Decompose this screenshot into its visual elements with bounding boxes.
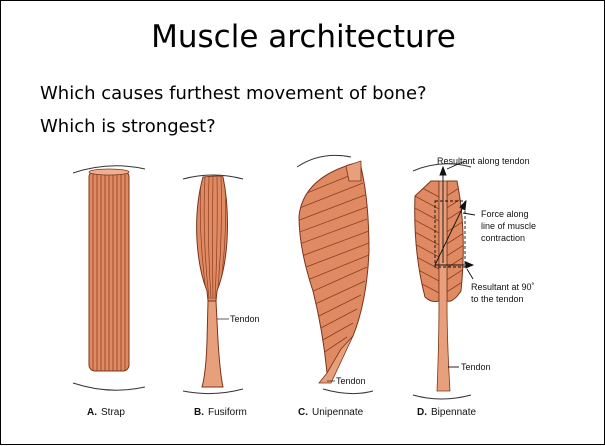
caption-letter-c: C. bbox=[298, 407, 308, 418]
force-along-label-line3: contraction bbox=[481, 233, 525, 243]
tendon-label-bipennate: Tendon bbox=[461, 362, 491, 372]
resultant-along-tendon-label: Resultant along tendon bbox=[437, 156, 530, 166]
strap-muscle bbox=[89, 169, 129, 373]
caption-unipennate: Unipennate bbox=[312, 407, 364, 418]
fusiform-muscle bbox=[197, 176, 229, 387]
caption-fusiform: Fusiform bbox=[208, 407, 247, 418]
caption-letter-d: D. bbox=[417, 407, 427, 418]
bipennate-muscle bbox=[413, 161, 475, 391]
unipennate-muscle bbox=[297, 161, 369, 383]
caption-letter-a: A. bbox=[87, 407, 97, 418]
tendon-label-fusiform: Tendon bbox=[230, 314, 260, 324]
tendon-label-unipennate: Tendon bbox=[336, 376, 366, 386]
bone-lines bbox=[73, 155, 471, 399]
resultant-90-label-line2: to the tendon bbox=[471, 294, 524, 304]
force-along-label-line2: line of muscle bbox=[481, 221, 536, 231]
caption-strap: Strap bbox=[101, 407, 125, 418]
caption-bipennate: Bipennate bbox=[431, 407, 476, 418]
force-along-label-line1: Force along bbox=[481, 209, 529, 219]
resultant-90-label-line1: Resultant at 90˚ bbox=[471, 282, 535, 292]
caption-letter-b: B. bbox=[194, 407, 204, 418]
